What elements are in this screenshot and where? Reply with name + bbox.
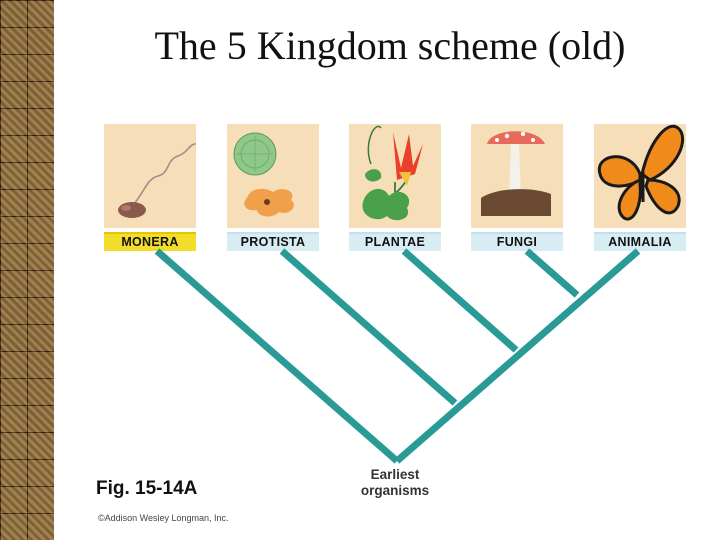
copyright-notice: ©Addison Wesley Longman, Inc. (98, 513, 229, 523)
fungi-panel (471, 124, 563, 228)
kingdom-label-animalia: ANIMALIA (594, 232, 686, 251)
root-label-line2: organisms (360, 483, 430, 498)
kingdom-label-fungi: FUNGI (471, 232, 563, 251)
protist-icon (233, 132, 294, 217)
branch-fungi (524, 248, 580, 298)
animalia-panel (594, 124, 686, 228)
root-label-line1: Earliest (370, 467, 420, 482)
branch-protista (279, 248, 458, 406)
kingdom-label-protista: PROTISTA (227, 232, 319, 251)
monera-panel (104, 124, 196, 228)
decorative-border (0, 0, 54, 540)
kingdom-label-monera: MONERA (104, 232, 196, 251)
slide-title: The 5 Kingdom scheme (old) (154, 23, 626, 68)
root-label: Earliest organisms (350, 467, 440, 499)
butterfly-icon (597, 124, 685, 221)
branch-animalia-trunk (394, 248, 641, 464)
bacterium-icon (118, 142, 196, 218)
kingdom-label-plantae: PLANTAE (349, 232, 441, 251)
mushroom-icon (481, 131, 551, 216)
figure-caption: Fig. 15-14A (96, 478, 198, 499)
flower-plant-icon (362, 125, 423, 221)
branch-plantae (401, 248, 519, 353)
plantae-panel (349, 124, 441, 228)
branch-monera (154, 248, 400, 464)
protista-panel (227, 124, 319, 228)
